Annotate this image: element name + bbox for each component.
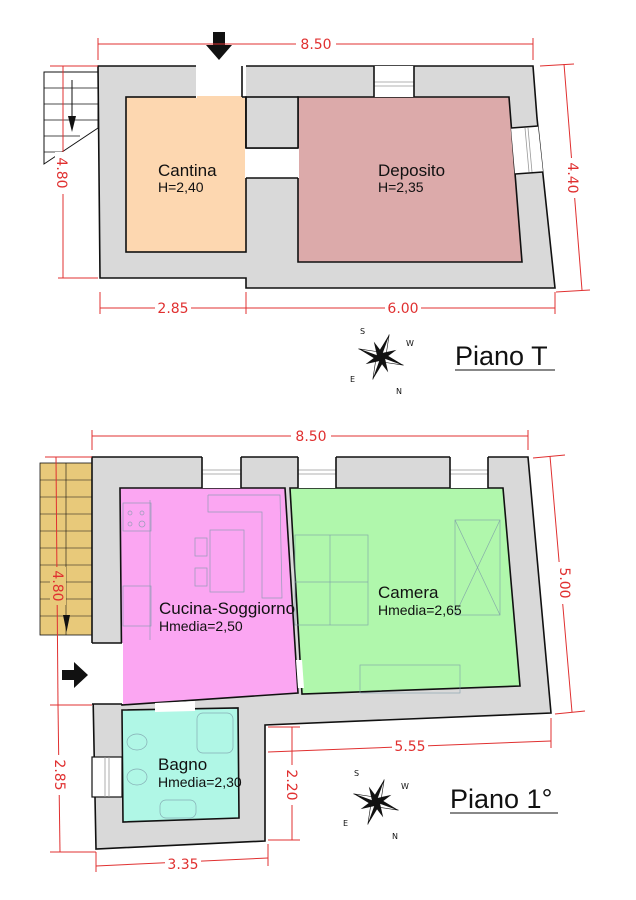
dimension-inner-horizontal: 5.55 xyxy=(394,739,425,755)
room-label-camera: Camera xyxy=(378,583,439,602)
room-label-bagno: Bagno xyxy=(158,755,207,774)
room-height-camera: Hmedia=2,65 xyxy=(378,602,462,618)
window xyxy=(91,756,123,798)
room-height-cantina: H=2,40 xyxy=(158,179,204,195)
stairs-down-arrow xyxy=(63,615,70,632)
compass-rose: S W E N xyxy=(349,325,414,396)
svg-text:W: W xyxy=(406,339,414,348)
window xyxy=(201,456,242,488)
stairs xyxy=(39,462,93,636)
entrance-opening xyxy=(90,643,123,704)
dimension-lines: 8.50 4.80 4.40 2.85 6.00 xyxy=(50,36,591,317)
entrance-opening xyxy=(196,64,242,98)
dimension-left-lower: 2.85 xyxy=(51,759,67,790)
dimension-top: 8.50 xyxy=(300,37,331,53)
dimension-bottom-left: 2.85 xyxy=(157,301,188,317)
room-height-cucina-soggiorno: Hmedia=2,50 xyxy=(159,618,243,634)
internal-passage xyxy=(245,148,299,178)
room-label-deposito: Deposito xyxy=(378,161,445,180)
room-label-cucina-soggiorno: Cucina-Soggiorno xyxy=(159,599,295,618)
floor-plan-ground: Cantina H=2,40 Deposito H=2,35 8.50 4.80… xyxy=(43,32,591,396)
dimension-left-upper: 4.80 xyxy=(49,570,65,601)
svg-text:N: N xyxy=(392,832,398,841)
compass-rose: S W E N xyxy=(343,769,409,841)
room-bagno xyxy=(121,707,240,823)
dimension-lines: 8.50 4.80 2.85 5.00 5.55 2.20 3.35 xyxy=(45,428,586,873)
window xyxy=(297,456,337,488)
dimension-right: 4.40 xyxy=(564,162,580,193)
entrance-arrow xyxy=(206,32,232,60)
dimension-left: 4.80 xyxy=(53,157,69,188)
window xyxy=(449,456,489,488)
svg-text:N: N xyxy=(396,387,402,396)
floor-title: Piano 1° xyxy=(450,784,552,814)
room-deposito xyxy=(297,96,523,263)
furniture xyxy=(122,494,501,819)
dimension-right: 5.00 xyxy=(556,567,572,598)
room-cantina xyxy=(125,96,247,253)
stairs xyxy=(43,71,99,165)
dimension-inner-vertical: 2.20 xyxy=(283,769,299,800)
room-height-bagno: Hmedia=2,30 xyxy=(158,774,242,790)
entrance-arrow xyxy=(62,662,88,688)
window xyxy=(374,66,414,97)
svg-text:S: S xyxy=(360,327,365,336)
dimension-bottom-right: 6.00 xyxy=(387,301,418,317)
room-label-cantina: Cantina xyxy=(158,161,217,180)
room-height-deposito: H=2,35 xyxy=(378,179,424,195)
dimension-top: 8.50 xyxy=(295,429,326,445)
stairs-down-arrow xyxy=(68,116,76,132)
room-cucina-soggiorno xyxy=(119,487,299,706)
svg-text:S: S xyxy=(354,769,359,778)
dimension-bottom: 3.35 xyxy=(167,857,198,873)
svg-text:E: E xyxy=(343,819,348,828)
floor-title: Piano T xyxy=(455,341,548,371)
svg-text:E: E xyxy=(350,375,355,384)
svg-text:W: W xyxy=(401,782,409,791)
floor-plan-first: Cucina-Soggiorno Hmedia=2,50 Camera Hmed… xyxy=(39,428,586,873)
